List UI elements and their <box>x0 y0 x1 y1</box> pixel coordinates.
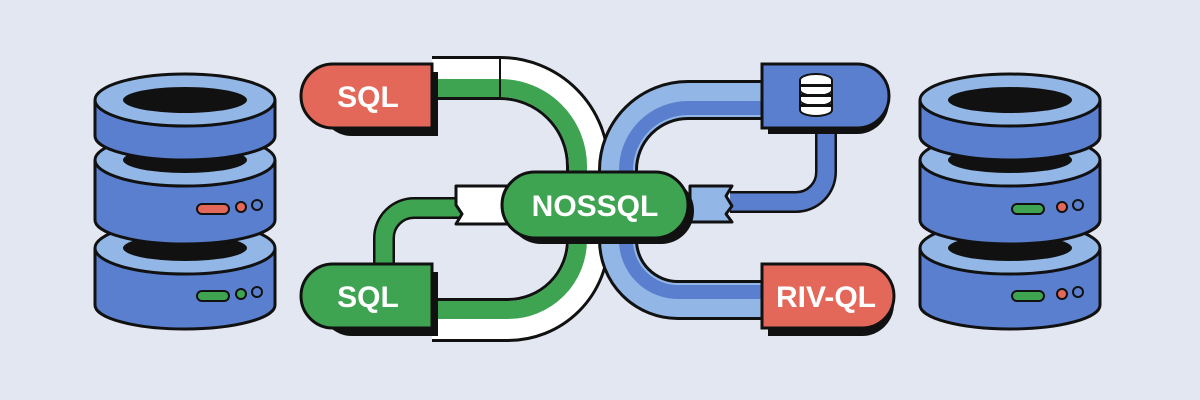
db-box-top-right-node[interactable] <box>760 62 891 134</box>
led-bar-green <box>1011 290 1045 302</box>
connector-nosql-to-sql-bottom <box>432 232 610 342</box>
nosql-center-node[interactable]: NOSSQL <box>500 170 694 244</box>
left-database-server <box>93 72 277 331</box>
rivql-bottom-right-label: RIV-QL <box>776 281 876 314</box>
database-server-icon <box>918 72 1102 331</box>
connector-db-box-to-nosql-top <box>598 80 762 180</box>
sql-bottom-node[interactable]: SQL <box>299 262 438 336</box>
rivql-bottom-right-node[interactable]: RIV-QL <box>760 262 896 336</box>
led-bar-green <box>196 290 230 302</box>
led-bar-green <box>1011 203 1045 215</box>
right-database-server <box>918 72 1102 331</box>
led-bar-red <box>196 203 230 215</box>
database-server-icon <box>93 72 277 331</box>
connector-db-box-to-nosql-plug <box>688 130 837 224</box>
nosql-center-label: NOSSQL <box>532 190 659 223</box>
sql-top-node[interactable]: SQL <box>299 62 438 136</box>
connector-sql-bottom-to-nosql <box>373 184 514 268</box>
sql-bottom-label: SQL <box>337 281 399 314</box>
sql-top-label: SQL <box>337 81 399 114</box>
connector-sql-top-to-nosql <box>432 56 610 178</box>
database-stack-icon <box>799 73 833 117</box>
connector-nosql-to-rivql <box>598 232 762 320</box>
